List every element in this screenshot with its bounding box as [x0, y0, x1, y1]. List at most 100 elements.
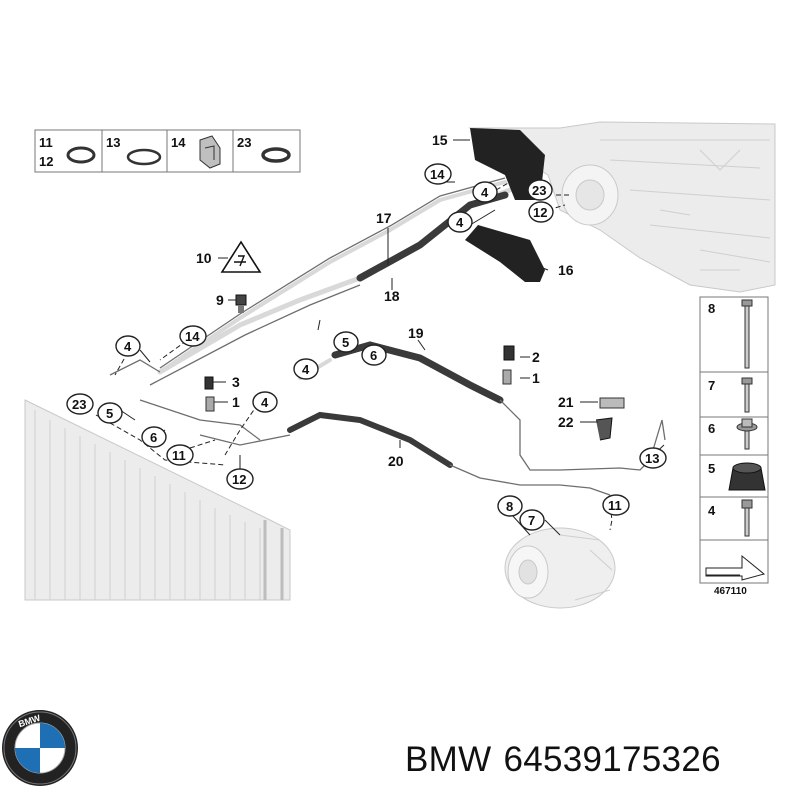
callout-text: 1: [532, 370, 540, 386]
callout-6-mid: 6: [361, 344, 387, 366]
callout-22: 22: [558, 414, 574, 430]
callout-text: 13: [645, 451, 659, 466]
callout-text: 4: [124, 339, 132, 354]
bracket-16-icon: [465, 225, 545, 282]
callout-23-top: 23: [527, 179, 553, 201]
callout-13: 13: [639, 447, 667, 469]
callout-21: 21: [558, 394, 574, 410]
callout-text: 4: [456, 215, 464, 230]
callout-7: 7: [519, 509, 545, 531]
callout-text: 23: [532, 183, 546, 198]
clamp-21-icon: [599, 397, 625, 409]
callout-10: 10: [196, 250, 212, 266]
long-bolt-8-icon: [741, 299, 753, 369]
hose-20: [199, 411, 611, 496]
o-ring-23-icon: [261, 147, 291, 163]
callout-14-top: 14: [424, 163, 452, 185]
callout-text: 11: [608, 498, 622, 513]
rubber-mount-5-icon: [728, 462, 766, 491]
o-ring-13-icon: [126, 148, 162, 166]
seal-reference-box: 11 12 13 14 23: [34, 129, 301, 173]
clip-14-icon: [199, 135, 221, 169]
callout-9: 9: [216, 292, 224, 308]
bolt-7-icon: [741, 377, 753, 413]
fastener-label-6: 6: [708, 421, 715, 436]
callout-text: 5: [342, 335, 349, 350]
callout-text: 21: [558, 394, 574, 410]
callout-6-left: 6: [141, 426, 167, 448]
callout-12-top: 12: [528, 201, 554, 223]
pipe-from-condenser: [109, 359, 261, 441]
callout-19: 19: [408, 325, 424, 341]
flange-bolt-6-icon: [736, 418, 758, 450]
callout-text: 8: [506, 499, 513, 514]
callout-4-top: 4: [472, 181, 498, 203]
cap-3-icon: [204, 376, 214, 390]
callout-1-right: 1: [532, 370, 540, 386]
fastener-label-4: 4: [708, 503, 716, 518]
callout-text: 4: [302, 362, 310, 377]
callout-text: 17: [376, 210, 392, 226]
callout-text: 20: [388, 453, 404, 469]
callout-20: 20: [388, 453, 404, 469]
ring-label-11: 11: [39, 135, 53, 150]
callout-text: 12: [533, 205, 547, 220]
callout-text: 9: [216, 292, 224, 308]
callout-23-left: 23: [66, 393, 94, 415]
pipe-14-upper: [158, 177, 507, 374]
callout-text: 15: [432, 132, 448, 148]
part-number: 64539175326: [503, 740, 721, 779]
ring-label-12: 12: [39, 154, 53, 169]
callout-11-right: 11: [602, 494, 630, 516]
callout-3: 3: [232, 374, 240, 390]
diagram-number: 467110: [714, 586, 747, 597]
callout-text: 10: [196, 250, 212, 266]
callout-text: 16: [558, 262, 574, 278]
fastener-label-7: 7: [708, 378, 715, 393]
callout-text: 1: [232, 394, 240, 410]
ring-label-23: 23: [237, 135, 251, 150]
callout-text: 12: [232, 472, 246, 487]
callout-17: 17: [376, 210, 392, 226]
callout-text: 11: [172, 448, 186, 463]
callout-text: 3: [232, 374, 240, 390]
bolt-9-icon: [235, 294, 247, 313]
callout-5-mid: 5: [333, 331, 359, 353]
callout-text: 22: [558, 414, 574, 430]
valve-1-icon: [502, 369, 512, 385]
brand-name: BMW: [405, 740, 492, 779]
callout-text: 14: [185, 329, 200, 344]
callout-text: 7: [528, 513, 535, 528]
callout-14-left: 14: [179, 325, 207, 347]
callout-4-mid: 4: [447, 211, 473, 233]
callout-18: 18: [384, 288, 400, 304]
bracket-15-icon: [470, 128, 545, 200]
callout-4-center: 4: [293, 358, 319, 380]
valve-1b-icon: [205, 396, 215, 412]
callout-text: 4: [261, 395, 269, 410]
brand-part-caption: BMW 64539175326: [405, 740, 721, 780]
ring-label-13: 13: [106, 135, 120, 150]
callout-text: 23: [72, 397, 86, 412]
callout-text: 18: [384, 288, 400, 304]
bracket-22-icon: [595, 417, 613, 441]
heater-box-ghost: [468, 121, 776, 293]
callout-4-lower: 4: [252, 391, 278, 413]
fastener-label-8: 8: [708, 301, 715, 316]
callout-text: 2: [532, 349, 540, 365]
callout-4-left: 4: [115, 335, 141, 357]
callout-text: 19: [408, 325, 424, 341]
fastener-label-5: 5: [708, 461, 715, 476]
bolt-4-icon: [741, 499, 753, 537]
callout-1-left: 1: [232, 394, 240, 410]
direction-arrow-icon: [705, 554, 766, 581]
callout-15: 15: [432, 132, 448, 148]
callout-12-lower: 12: [226, 468, 254, 490]
callout-text: 6: [370, 348, 377, 363]
compressor-ghost: [504, 527, 616, 609]
cap-2-icon: [503, 345, 515, 361]
o-ring-11-12-icon: [66, 146, 96, 164]
callout-8: 8: [497, 495, 523, 517]
